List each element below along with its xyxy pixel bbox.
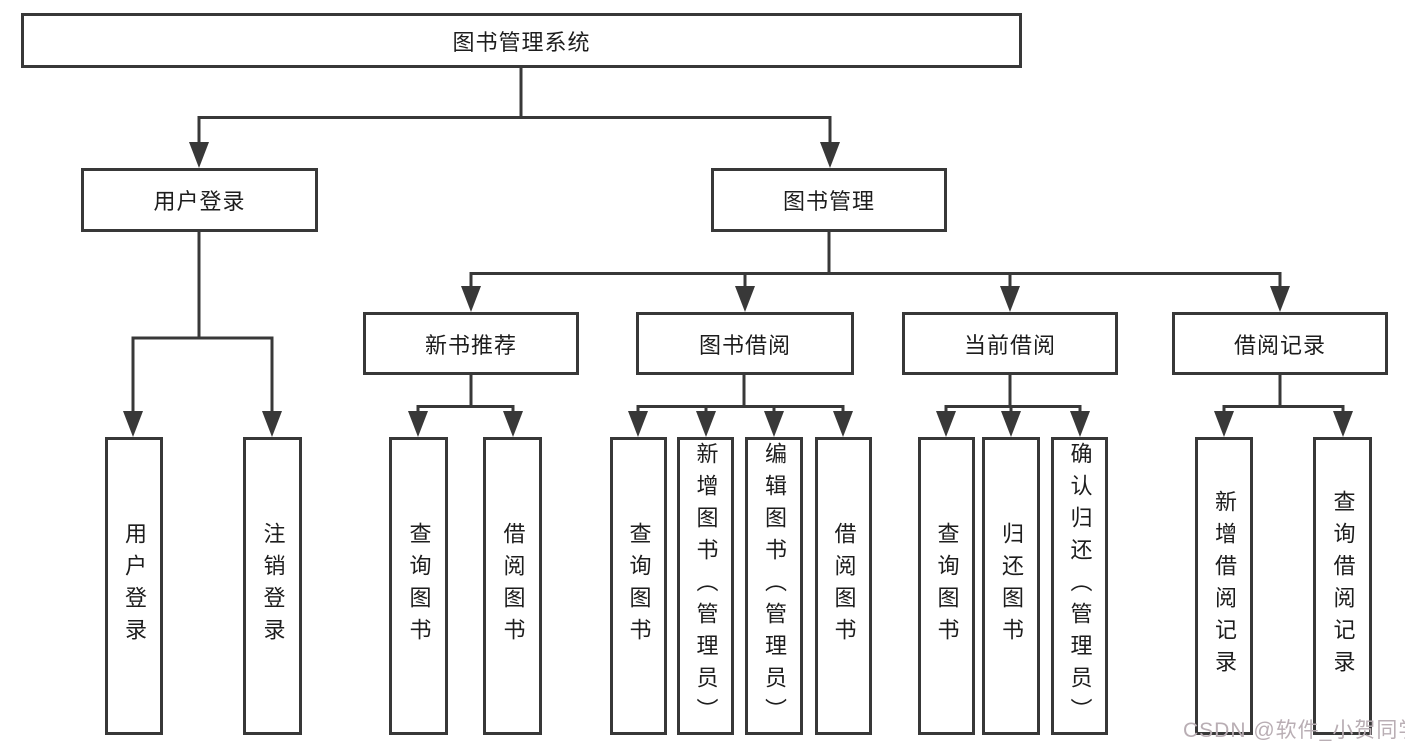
- node-new-book-recommend: 新书推荐: [363, 312, 579, 375]
- leaf-query-borrow-record-label: 查询借阅记录: [1330, 490, 1356, 682]
- leaf-borrow-book-2: 借阅图书: [815, 437, 872, 735]
- leaf-query-book-3-label: 查询图书: [934, 522, 960, 650]
- node-user-login-label: 用户登录: [153, 189, 246, 214]
- node-borrow-record-label: 借阅记录: [1233, 332, 1326, 358]
- leaf-query-book-2: 查询图书: [610, 437, 667, 735]
- leaf-logout: 注销登录: [243, 437, 302, 735]
- leaf-edit-book-admin-label: 编辑图书（管理员）: [762, 442, 787, 730]
- node-library-system-label: 图书管理系统: [452, 29, 591, 55]
- leaf-return-book: 归还图书: [982, 437, 1040, 735]
- node-book-management-label: 图书管理: [782, 189, 875, 214]
- node-book-management: 图书管理: [711, 168, 947, 232]
- node-book-borrow: 图书借阅: [636, 312, 854, 375]
- leaf-add-borrow-record: 新增借阅记录: [1195, 437, 1253, 735]
- leaf-confirm-return-admin: 确认归还（管理员）: [1051, 437, 1108, 735]
- leaf-query-borrow-record: 查询借阅记录: [1313, 437, 1372, 735]
- leaf-edit-book-admin: 编辑图书（管理员）: [745, 437, 803, 735]
- leaf-query-book-2-label: 查询图书: [626, 522, 652, 650]
- leaf-logout-label: 注销登录: [260, 522, 286, 650]
- csdn-watermark: CSDN @软件_小贺同学: [1183, 719, 1405, 742]
- leaf-borrow-book-1: 借阅图书: [483, 437, 542, 735]
- node-user-login: 用户登录: [81, 168, 318, 232]
- leaf-query-book-1: 查询图书: [389, 437, 448, 735]
- leaf-query-book-1-label: 查询图书: [406, 522, 432, 650]
- node-current-borrow-label: 当前借阅: [963, 332, 1056, 358]
- leaf-add-book-admin: 新增图书（管理员）: [677, 437, 734, 735]
- leaf-user-login-label: 用户登录: [122, 522, 147, 650]
- node-library-system: 图书管理系统: [21, 13, 1022, 68]
- leaf-borrow-book-2-label: 借阅图书: [831, 522, 857, 650]
- leaf-return-book-label: 归还图书: [999, 522, 1024, 650]
- leaf-confirm-return-admin-label: 确认归还（管理员）: [1067, 442, 1093, 730]
- leaf-user-login: 用户登录: [105, 437, 163, 735]
- node-current-borrow: 当前借阅: [902, 312, 1118, 375]
- leaf-add-book-admin-label: 新增图书（管理员）: [693, 442, 719, 730]
- leaf-query-book-3: 查询图书: [918, 437, 975, 735]
- node-book-borrow-label: 图书借阅: [698, 332, 791, 358]
- leaf-borrow-book-1-label: 借阅图书: [500, 522, 526, 650]
- node-borrow-record: 借阅记录: [1172, 312, 1388, 375]
- leaf-add-borrow-record-label: 新增借阅记录: [1212, 490, 1237, 682]
- node-new-book-recommend-label: 新书推荐: [424, 332, 517, 358]
